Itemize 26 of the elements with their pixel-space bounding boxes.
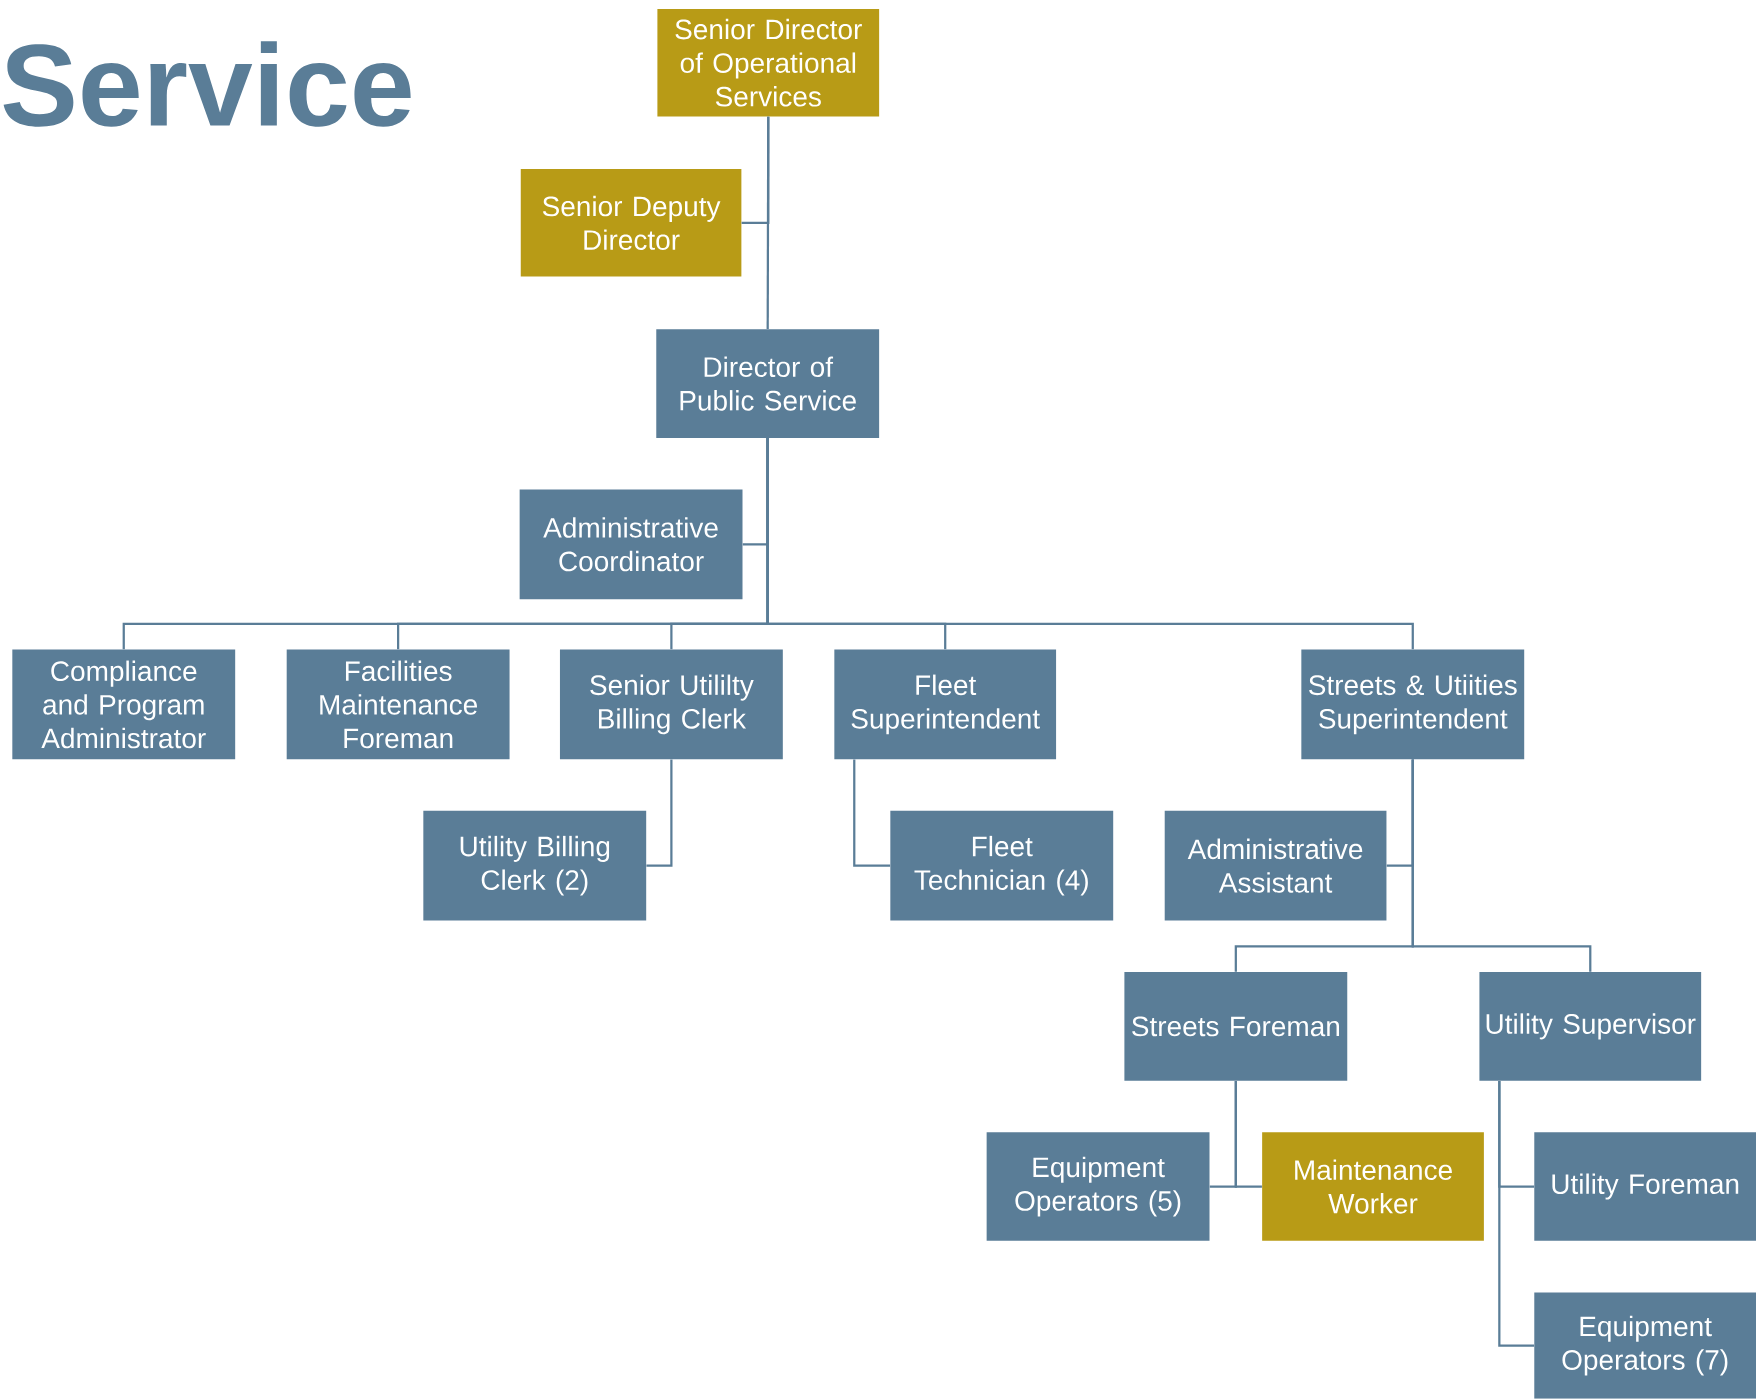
position-box: Administrative Assistant <box>1164 810 1387 921</box>
position-box: Senior Utililty Billing Clerk <box>559 649 783 760</box>
position-box: Utility Supervisor <box>1479 972 1702 1081</box>
position-box: Director of Public Service <box>656 329 880 438</box>
position-box: Utility Foreman <box>1534 1132 1756 1241</box>
position-box: Equipment Operators (5) <box>986 1132 1210 1241</box>
position-box: Compliance and Program Administrator <box>12 649 236 760</box>
position-box: Equipment Operators (7) <box>1534 1292 1756 1399</box>
position-box: Utility Billing Clerk (2) <box>423 810 647 921</box>
connector-line <box>1411 759 1592 972</box>
position-box: Senior Director of Operational Services <box>657 9 880 117</box>
position-box: Administrative Coordinator <box>519 489 743 600</box>
connector-line <box>766 438 1414 650</box>
position-box: Facilities Maintenance Foreman <box>286 649 510 760</box>
position-box: Maintenance Worker <box>1262 1132 1484 1241</box>
connector-line <box>766 116 770 330</box>
position-box: Fleet Technician (4) <box>890 810 1114 921</box>
connector-line <box>853 759 891 867</box>
connector-line <box>1498 1081 1535 1347</box>
position-box: Fleet Superintendent <box>834 649 1057 760</box>
title: Service <box>3 41 411 127</box>
position-box: Streets Foreman <box>1124 972 1348 1081</box>
connector-line <box>646 759 673 867</box>
connector-line <box>1234 1081 1262 1188</box>
position-box: Streets & Utiities Superintendent <box>1301 649 1525 760</box>
position-box: Senior Deputy Director <box>520 169 742 277</box>
